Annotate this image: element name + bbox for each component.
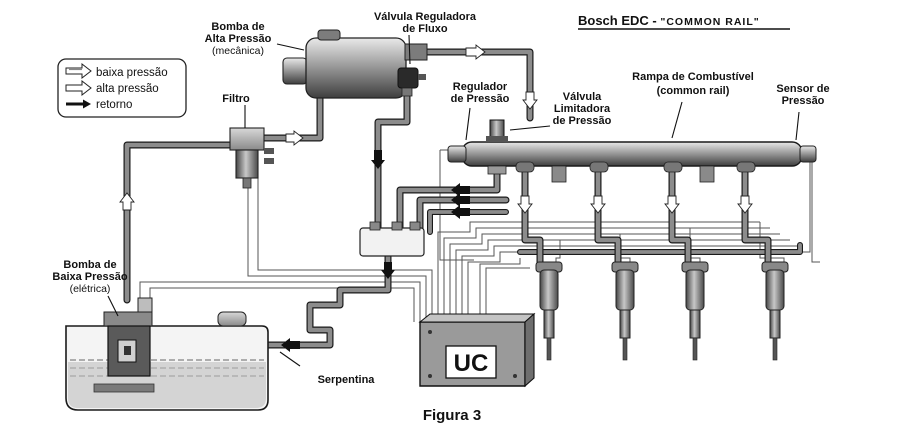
fuel-filter bbox=[229, 127, 274, 189]
label-sensor-2: Pressão bbox=[782, 95, 825, 107]
fuel-tank bbox=[65, 311, 269, 411]
label-high-pump-1: Bomba de bbox=[211, 21, 264, 33]
title-main: Bosch EDC - bbox=[578, 13, 660, 28]
label-flow-valve-1: Válvula Reguladora bbox=[374, 11, 477, 23]
label-high-pump-2: Alta Pressão bbox=[205, 33, 272, 45]
fuel-lines bbox=[123, 48, 803, 349]
flow-arrows bbox=[119, 44, 753, 352]
label-flow-valve-2: de Fluxo bbox=[402, 23, 448, 35]
label-rail-1: Rampa de Combustível bbox=[632, 71, 754, 83]
high-pressure-arrow-icon bbox=[65, 79, 92, 97]
label-limiter-valve-3: de Pressão bbox=[553, 115, 612, 127]
label-limiter-valve-1: Válvula bbox=[563, 91, 602, 103]
wiring-harness bbox=[139, 149, 820, 322]
label-high-pump-3: (mecânica) bbox=[212, 45, 264, 57]
low-pressure-arrow-icon bbox=[65, 62, 92, 80]
component-labels: Bomba de Alta Pressão (mecânica) Válvula… bbox=[52, 11, 829, 386]
label-filter: Filtro bbox=[222, 93, 250, 105]
figure-caption: Figura 3 bbox=[423, 407, 481, 424]
label-pressure-regulator-2: de Pressão bbox=[451, 93, 510, 105]
high-pressure-pump bbox=[282, 29, 428, 99]
label-sensor-1: Sensor de bbox=[776, 83, 829, 95]
label-limiter-valve-2: Limitadora bbox=[554, 103, 611, 115]
ecu-label: UC bbox=[454, 350, 489, 377]
injector-2 bbox=[611, 261, 639, 361]
injectors bbox=[535, 261, 789, 361]
diagram-title: Bosch EDC - "COMMON RAIL" bbox=[578, 13, 790, 30]
pressure-limiting-valve bbox=[486, 119, 508, 143]
ecu-unit: UC bbox=[418, 312, 536, 388]
return-arrow-icon bbox=[66, 99, 91, 109]
label-low-pump-2: Baixa Pressão bbox=[52, 271, 127, 283]
title-quoted: "COMMON RAIL" bbox=[660, 16, 759, 28]
flow-regulating-valve bbox=[397, 67, 426, 97]
leader-lines bbox=[107, 34, 800, 367]
label-rail-2: (common rail) bbox=[657, 85, 730, 97]
injector-1 bbox=[535, 261, 563, 361]
svg-text:Bosch EDC - "COMMON RAIL": Bosch EDC - "COMMON RAIL" bbox=[578, 13, 760, 28]
injector-4 bbox=[761, 261, 789, 361]
label-low-pump-3: (elétrica) bbox=[70, 283, 111, 295]
injector-3 bbox=[681, 261, 709, 361]
legend-return: retorno bbox=[96, 99, 132, 111]
legend-low-pressure: baixa pressão bbox=[96, 67, 168, 79]
low-pressure-pump bbox=[103, 297, 153, 377]
label-low-pump-1: Bomba de bbox=[63, 259, 116, 271]
return-distributor bbox=[359, 221, 425, 257]
label-coil: Serpentina bbox=[318, 374, 376, 386]
common-rail bbox=[447, 141, 817, 183]
legend: baixa pressão alta pressão retorno bbox=[57, 58, 187, 118]
label-pressure-regulator-1: Regulador bbox=[453, 81, 508, 93]
legend-high-pressure: alta pressão bbox=[96, 83, 159, 95]
